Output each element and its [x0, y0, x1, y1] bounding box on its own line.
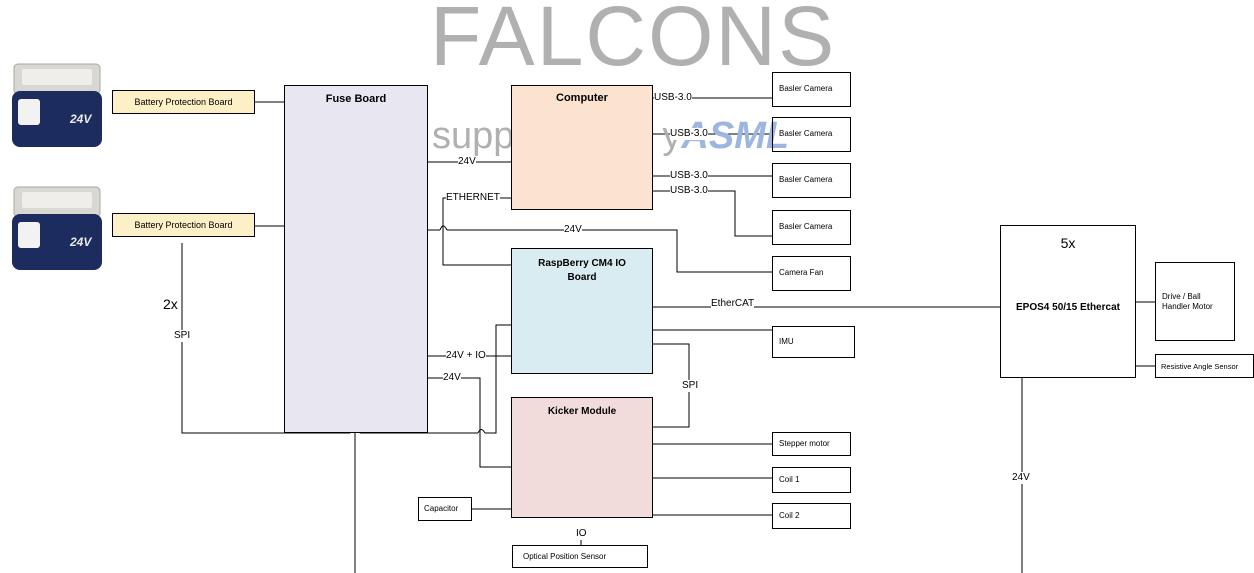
edge-label-usb1: USB-3.0 [654, 92, 692, 104]
edge-label-spi-left: SPI [174, 330, 191, 342]
optical-position-sensor: Optical Position Sensor [512, 545, 648, 568]
node-label: Battery Protection Board [134, 97, 233, 107]
node-label: Drive / Ball Handler Motor [1162, 292, 1213, 311]
epos-count: 5x [1060, 235, 1076, 251]
watermark-title: FALCONS [430, 0, 837, 83]
node-label: Fuse Board [325, 93, 387, 105]
node-label: Basler Camera [779, 84, 833, 93]
stepper-motor: Stepper motor [772, 432, 851, 456]
watermark-supp: supp [432, 115, 515, 157]
resistive-angle-sensor: Resistive Angle Sensor [1155, 354, 1254, 378]
coil-2: Coil 2 [772, 503, 851, 529]
node-label: Resistive Angle Sensor [1161, 362, 1239, 371]
basler-camera-1: Basler Camera [772, 72, 851, 107]
battery-protection-board-1: Battery Protection Board [112, 90, 255, 114]
edge-label-usb3: USB-3.0 [670, 170, 708, 182]
edge-24v-fan-hop [439, 225, 448, 231]
node-label: Camera Fan [779, 268, 824, 277]
battery-protection-board-2: Battery Protection Board [112, 213, 255, 237]
node-label: Computer [556, 92, 608, 104]
battery-icon: 24V [12, 186, 102, 270]
edge-label-ethercat: EtherCAT [711, 298, 755, 310]
edge-24v-kicker [428, 377, 511, 468]
epos4-controller: 5x EPOS4 50/15 Ethercat [1000, 225, 1136, 378]
edge-label-24v-fan: 24V [564, 224, 582, 236]
battery-badge: 24V [69, 235, 92, 249]
edge-label-ethernet: ETHERNET [446, 192, 500, 204]
battery-badge: 24V [69, 112, 92, 126]
edge-label-spi-rpi-kicker: SPI [682, 380, 699, 392]
node-label: Coil 1 [779, 475, 800, 484]
watermark-subtitle: suppyASML [432, 116, 789, 156]
fuse-board: Fuse Board [284, 85, 428, 433]
edge-label-usb2: USB-3.0 [670, 128, 708, 140]
kicker-module: Kicker Module [511, 397, 653, 518]
node-label: RaspBerry CM4 IO Board [538, 258, 626, 283]
basler-camera-3: Basler Camera [772, 163, 851, 198]
edge-label-battery-count: 2x [163, 296, 178, 312]
node-label: Basler Camera [779, 129, 833, 138]
node-label: IMU [779, 337, 794, 346]
raspberry-cm4-io-board: RaspBerry CM4 IO Board [511, 248, 653, 374]
drive-ball-handler-motor: Drive / Ball Handler Motor [1155, 262, 1235, 341]
node-label: Capacitor [424, 504, 459, 513]
edge-label-24v-kicker: 24V [443, 372, 461, 384]
computer: Computer [511, 85, 653, 210]
node-label: Optical Position Sensor [523, 552, 607, 561]
basler-camera-2: Basler Camera [772, 117, 851, 152]
edge-ethernet [442, 197, 511, 266]
node-label: Basler Camera [779, 222, 833, 231]
edge-label-usb4: USB-3.0 [670, 185, 708, 197]
edge-spi-left [181, 243, 511, 434]
battery-icon: 24V [12, 63, 102, 147]
node-label: Kicker Module [547, 406, 617, 417]
node-label: Battery Protection Board [134, 220, 233, 230]
node-label: EPOS4 50/15 Ethercat [1016, 302, 1120, 313]
edge-usb-cam4 [653, 190, 772, 237]
node-label: Basler Camera [779, 175, 833, 184]
edge-label-24v-epos: 24V [1012, 472, 1030, 484]
coil-1: Coil 1 [772, 467, 851, 493]
edge-label-io-optical: IO [576, 528, 587, 540]
node-label: Coil 2 [779, 511, 800, 520]
edge-label-24v-computer: 24V [458, 156, 476, 168]
camera-fan: Camera Fan [772, 256, 851, 291]
basler-camera-4: Basler Camera [772, 210, 851, 245]
edge-24v-fan [428, 229, 772, 273]
imu: IMU [772, 326, 855, 358]
edge-label-24v-io: 24V + IO [446, 350, 486, 362]
capacitor: Capacitor [418, 497, 472, 521]
node-label: Stepper motor [779, 439, 830, 448]
edge-spi-hop2 [477, 429, 486, 434]
